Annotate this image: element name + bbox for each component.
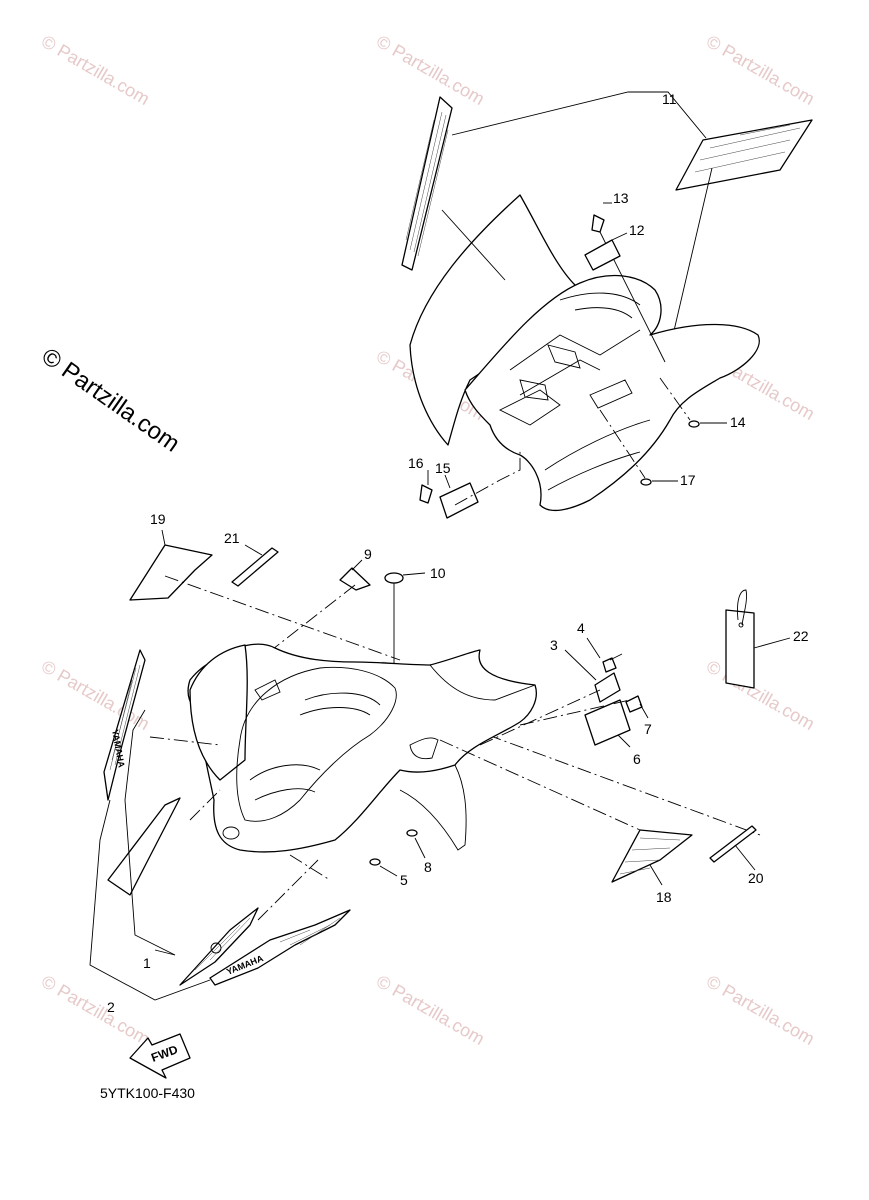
callout-14: 14 bbox=[730, 414, 746, 430]
decal-11-right bbox=[675, 119, 813, 191]
cap-10 bbox=[384, 572, 404, 584]
watermark: © Partzilla.com bbox=[38, 971, 153, 1049]
callout-11: 11 bbox=[662, 91, 677, 107]
callout-17: 17 bbox=[680, 472, 696, 488]
decal-9 bbox=[339, 567, 371, 591]
rivet-7 bbox=[625, 695, 643, 713]
callout-16: 16 bbox=[408, 455, 424, 471]
watermark: © Partzilla.com bbox=[373, 971, 488, 1049]
front-fender-left-wing bbox=[189, 644, 248, 781]
callout-21: 21 bbox=[224, 530, 240, 546]
callout-2: 2 bbox=[107, 999, 115, 1015]
callout-18: 18 bbox=[656, 889, 672, 905]
callout-1: 1 bbox=[143, 955, 151, 971]
rear-fender-assembly bbox=[401, 91, 813, 519]
washer-14 bbox=[688, 420, 700, 428]
callout-13: 13 bbox=[613, 190, 629, 206]
callout-6: 6 bbox=[633, 751, 641, 767]
watermark: © Partzilla.com bbox=[703, 31, 818, 109]
callout-10: 10 bbox=[430, 565, 446, 581]
washer-8 bbox=[406, 829, 418, 837]
label-3 bbox=[594, 672, 621, 703]
label-15 bbox=[439, 482, 479, 519]
callout-labels: 1 2 3 4 5 6 7 8 9 10 11 12 13 14 15 16 1… bbox=[107, 91, 809, 1015]
decal-20 bbox=[709, 825, 757, 863]
callout-20: 20 bbox=[748, 870, 764, 886]
decal-2 bbox=[209, 909, 351, 986]
callout-12: 12 bbox=[629, 222, 645, 238]
watermark: © Partzilla.com bbox=[703, 971, 818, 1049]
watermark-main: © Partzilla.com bbox=[37, 343, 185, 458]
callout-7: 7 bbox=[644, 721, 652, 737]
diagram-code: 5YTK100-F430 bbox=[100, 1085, 195, 1101]
watermark: © Partzilla.com bbox=[703, 656, 818, 734]
label-12 bbox=[584, 239, 621, 271]
watermark: © Partzilla.com bbox=[373, 31, 488, 109]
front-fender-assembly: YAMAHA YAMAHA FWD bbox=[89, 529, 791, 1079]
label-6 bbox=[584, 699, 631, 746]
callout-15: 15 bbox=[435, 460, 451, 476]
watermark: © Partzilla.com bbox=[38, 31, 153, 109]
side-decal-left-lower bbox=[107, 797, 181, 896]
callout-19: 19 bbox=[150, 511, 166, 527]
decal-18 bbox=[611, 829, 693, 883]
rivet-13 bbox=[591, 214, 605, 233]
callout-4: 4 bbox=[577, 620, 585, 636]
tag-22 bbox=[725, 609, 755, 689]
callout-9: 9 bbox=[364, 546, 372, 562]
callout-8: 8 bbox=[424, 859, 432, 875]
washer-5 bbox=[369, 858, 381, 866]
callout-3: 3 bbox=[550, 637, 558, 653]
washer-17 bbox=[640, 478, 652, 486]
fwd-arrow: FWD bbox=[129, 1033, 191, 1079]
callout-5: 5 bbox=[400, 872, 408, 888]
decal-11-left bbox=[401, 96, 453, 271]
decal-19 bbox=[129, 544, 213, 601]
callout-22: 22 bbox=[793, 628, 809, 644]
side-decal-left bbox=[103, 649, 146, 801]
decal-21 bbox=[231, 547, 279, 587]
rivet-16 bbox=[419, 484, 433, 504]
rivet-4 bbox=[602, 657, 617, 673]
